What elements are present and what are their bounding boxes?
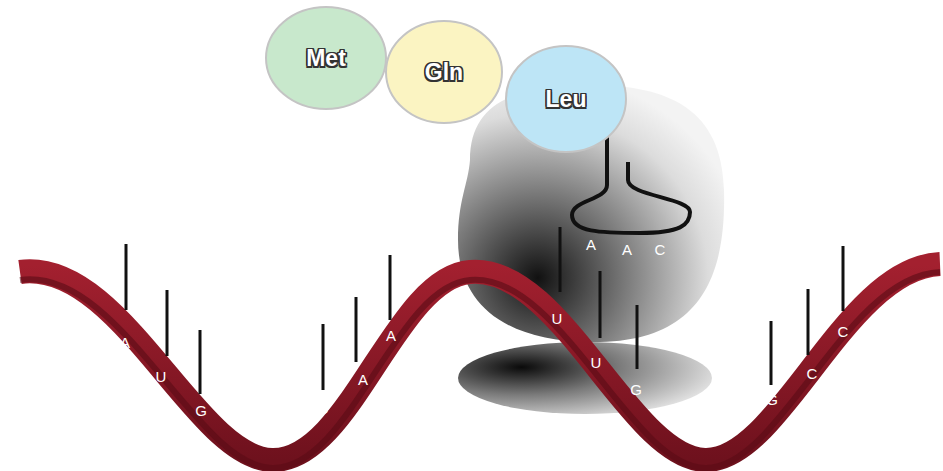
amino-acid-name: Met [265, 6, 387, 110]
codon-base: A [120, 334, 130, 351]
mrna-ribbon [20, 264, 940, 460]
amino-acid-name: Gln [385, 20, 503, 124]
amino-acid-name: Leu [505, 45, 627, 153]
codon-base: U [552, 310, 563, 327]
anticodon-base: A [622, 241, 632, 258]
codon-base: A [386, 327, 396, 344]
codon-base: G [766, 391, 778, 408]
anticodon-base: A [586, 236, 596, 253]
ribbon-shadow [20, 272, 940, 468]
amino-acid-circle: Gln [385, 20, 503, 124]
anticodon-base: C [655, 241, 666, 258]
codon-base: C [318, 400, 329, 417]
base-ticks [126, 227, 843, 394]
codon-base: A [358, 371, 368, 388]
codon-base: U [156, 368, 167, 385]
codon-base: G [195, 402, 207, 419]
codon-base: U [591, 354, 602, 371]
amino-acid-circle: Met [265, 6, 387, 110]
codon-base: C [838, 323, 849, 340]
codon-base: C [807, 365, 818, 382]
codon-base: G [630, 381, 642, 398]
amino-acid-circle: Leu [505, 45, 627, 153]
